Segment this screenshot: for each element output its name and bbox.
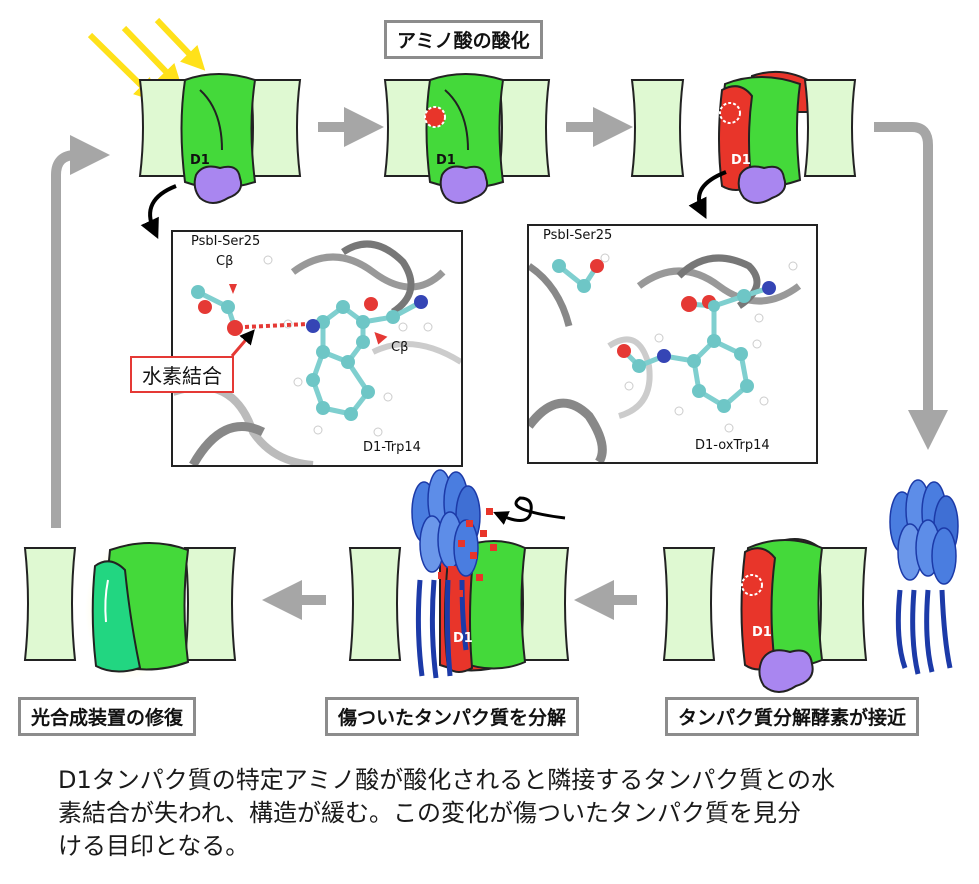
d1-label-1: D1 [190, 153, 210, 168]
approach-label: タンパク質分解酵素が接近 [665, 697, 920, 736]
psbi-ser25-label: PsbI-Ser25 [191, 234, 261, 249]
oxidation-site [424, 106, 446, 128]
structure-panel-oxtrp14: PsbI-Ser25 D1-oxTrp14 [527, 224, 818, 464]
degradation-complex [348, 469, 570, 679]
d1-label-4: D1 [752, 625, 772, 640]
peptide-fragments [438, 508, 497, 597]
rotation-arrow [493, 496, 566, 525]
cb-label-1: Cβ [216, 254, 234, 269]
protease-approach [662, 479, 959, 693]
cycle-arrows [51, 107, 948, 620]
oxtrp14-label: D1-oxTrp14 [695, 438, 770, 453]
caption: D1タンパク質の特定アミノ酸が酸化されると隣接するタンパク質との水 素結合が失わ… [58, 764, 938, 863]
structure-panel-trp14: PsbI-Ser25 Cβ Cβ D1-Trp14 [171, 230, 463, 467]
zoom-arrow-left [140, 184, 177, 240]
molecule-oxtrp14 [529, 253, 802, 462]
hbond-label: 水素結合 [130, 356, 234, 393]
psbi-ser25-label-right: PsbI-Ser25 [543, 228, 613, 243]
hbond-dots [244, 322, 309, 329]
caption-line-2: 素結合が失われ、構造が緩む。この変化が傷ついたタンパク質を見分 [58, 799, 802, 827]
d1-label-3: D1 [731, 153, 751, 168]
repaired-complex [23, 540, 237, 680]
complex-2 [383, 73, 551, 204]
d1-label-5: D1 [453, 631, 473, 646]
caption-line-1: D1タンパク質の特定アミノ酸が酸化されると隣接するタンパク質との水 [58, 766, 836, 794]
cb-marker-2 [374, 332, 388, 345]
cb-marker-1 [229, 284, 237, 294]
d1-label-2: D1 [436, 153, 456, 168]
complex-3 [630, 70, 857, 204]
protease-ftsh-right [889, 479, 959, 675]
zoom-arrow-right [688, 170, 727, 219]
caption-line-3: ける目印となる。 [58, 832, 250, 860]
complex-1 [138, 73, 302, 204]
oxidation-label: アミノ酸の酸化 [384, 20, 543, 59]
degrade-label: 傷ついたタンパク質を分解 [325, 697, 580, 736]
protease-ftsh-middle [411, 469, 481, 679]
cb-label-2: Cβ [391, 340, 409, 355]
repair-label: 光合成装置の修復 [18, 697, 197, 736]
trp14-label: D1-Trp14 [363, 440, 421, 455]
